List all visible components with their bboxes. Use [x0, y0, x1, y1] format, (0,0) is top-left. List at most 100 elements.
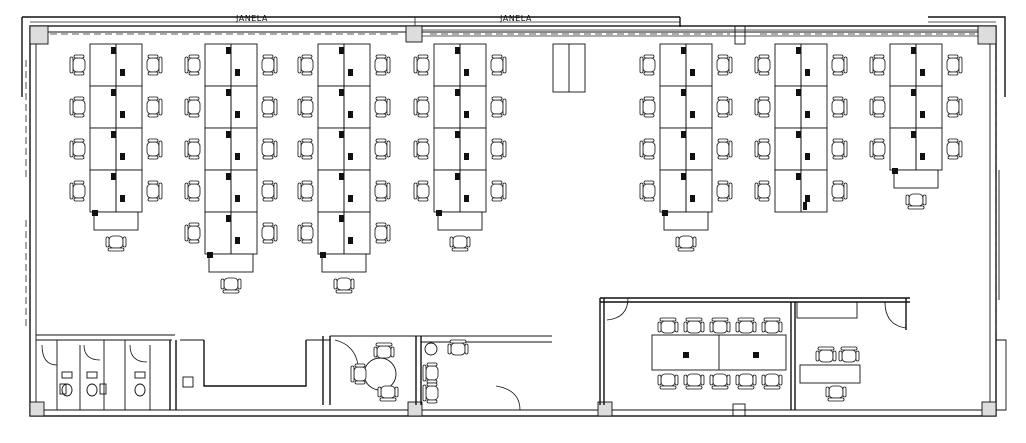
office-chair-icon [297, 54, 314, 76]
office-chair-icon [297, 222, 314, 244]
office-chair-icon [449, 235, 471, 252]
workstation-desk-icon [459, 85, 487, 129]
office-chair-icon [675, 235, 697, 252]
office-chair-icon [297, 96, 314, 118]
workstation-desk-icon [915, 85, 943, 129]
office-chair-icon [639, 54, 656, 76]
office-chair-icon [657, 373, 679, 390]
office-chair-icon [297, 180, 314, 202]
workstation-desk-icon [685, 169, 713, 213]
workstation-desk-icon [230, 127, 258, 171]
office-chair-icon [869, 138, 886, 160]
office-chair-icon [261, 96, 278, 118]
office-chair-icon [374, 180, 391, 202]
office-chair-icon [946, 96, 963, 118]
workstation-desk-icon [230, 211, 258, 255]
window-strip [30, 17, 996, 37]
office-chair-icon [261, 180, 278, 202]
office-chair-icon [333, 277, 355, 294]
interior-partitions [169, 335, 552, 411]
office-chair-icon [754, 138, 771, 160]
office-chair-icon [374, 222, 391, 244]
office-chair-icon [639, 180, 656, 202]
office-chair-icon [490, 138, 507, 160]
toilet-icon [61, 371, 146, 397]
office-chair-icon [413, 54, 430, 76]
office-chair-icon [184, 54, 201, 76]
workstation-cluster [413, 43, 507, 252]
office-chair-icon [220, 277, 242, 294]
workstation-desk-icon [685, 85, 713, 129]
office-chair-icon [709, 373, 731, 390]
workstation-desk-icon [800, 43, 828, 87]
office-chair-icon [657, 317, 679, 334]
office-chair-icon [184, 222, 201, 244]
office-chair-icon [716, 138, 733, 160]
office-chair-icon [184, 138, 201, 160]
office-chair-icon [374, 54, 391, 76]
office-chair-icon [761, 373, 783, 390]
office-chair-icon [413, 180, 430, 202]
office-chair-icon [838, 346, 860, 363]
column-icon [407, 401, 423, 417]
column-icon [597, 401, 613, 417]
workstation-desk-icon [915, 43, 943, 87]
office-chair-icon [716, 96, 733, 118]
office-chair-icon [831, 54, 848, 76]
column-icon [29, 401, 45, 417]
office-chair-icon [825, 385, 847, 402]
office-chair-icon [869, 96, 886, 118]
office-chair-icon [639, 96, 656, 118]
workstation-cluster [869, 43, 963, 210]
office-chair-icon [735, 373, 757, 390]
columns [29, 25, 997, 417]
office-chair-icon [373, 342, 395, 359]
workstation-desk-icon [93, 211, 139, 231]
office-chair-icon [69, 180, 86, 202]
office-chair-icon [146, 96, 163, 118]
workstation-desk-icon [343, 169, 371, 213]
office-chair-icon [754, 54, 771, 76]
workstation-desk-icon [774, 85, 802, 129]
window-label-1: JANELA [235, 14, 268, 23]
office-chair-icon [422, 362, 439, 384]
workstation-desk-icon [459, 43, 487, 87]
workstation-desk-icon [800, 127, 828, 171]
workstation-desk-icon [208, 253, 254, 273]
column-icon [29, 25, 49, 45]
office-chair-icon [374, 96, 391, 118]
workstation-desk-icon [230, 85, 258, 129]
workstation-desk-icon [343, 85, 371, 129]
office-chair-icon [831, 180, 848, 202]
office-chair-icon [413, 96, 430, 118]
office-chair-icon [716, 180, 733, 202]
workstation-desk-icon [230, 169, 258, 213]
workstation-desk-icon [459, 127, 487, 171]
workstation-cluster [754, 43, 848, 213]
workstation-desk-icon [115, 169, 143, 213]
meeting-rooms [599, 297, 910, 410]
workstation-desk-icon [115, 127, 143, 171]
workstation-desk-icon [343, 211, 371, 255]
office-chair-icon [184, 96, 201, 118]
office-chair-icon [683, 373, 705, 390]
office-chair-icon [490, 180, 507, 202]
column-icon [405, 25, 423, 43]
office-chair-icon [69, 138, 86, 160]
office-chair-icon [146, 54, 163, 76]
workstation-desk-icon [663, 211, 709, 231]
workstation-desk-icon [230, 43, 258, 87]
workstation-desk-icon [685, 127, 713, 171]
workstation-cluster [639, 43, 733, 252]
workstation-desk-icon [459, 169, 487, 213]
office-chair-icon [754, 96, 771, 118]
office-chair-icon [761, 317, 783, 334]
workstation-cluster [297, 43, 391, 294]
office-chair-icon [946, 138, 963, 160]
office-chair-icon [297, 138, 314, 160]
office-chair-icon [754, 180, 771, 202]
office-chair-icon [831, 138, 848, 160]
service-shaft [552, 25, 746, 417]
workstation-desk-icon [915, 127, 943, 171]
